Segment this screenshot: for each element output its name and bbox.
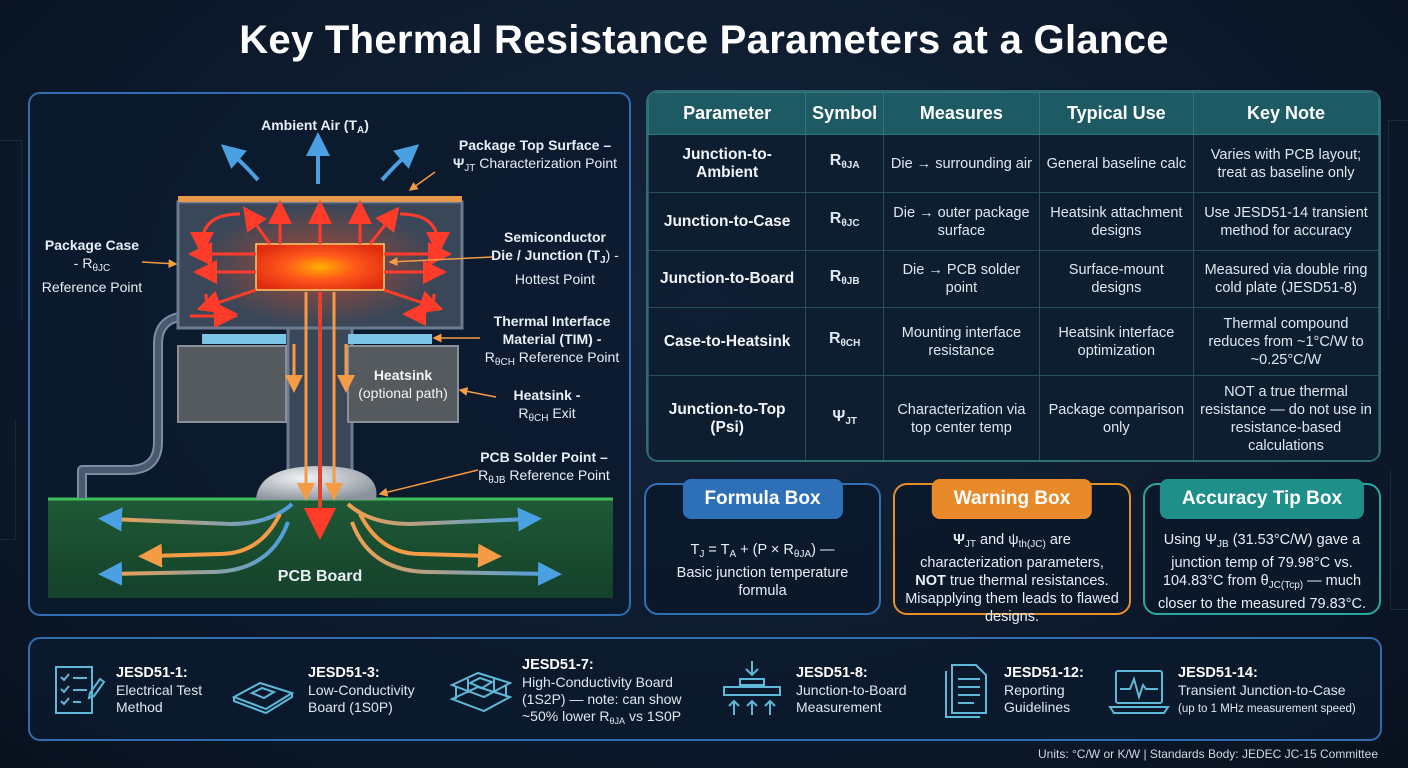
use-cell: Package comparison only xyxy=(1038,375,1195,460)
semiconductor-die xyxy=(255,243,385,291)
pcb-solder-point-label: PCB Solder Point – RθJB Reference Point xyxy=(478,449,610,486)
symbol-cell: ΨJT xyxy=(805,375,885,460)
column-header: Measures xyxy=(883,92,1040,135)
heatsink-left xyxy=(177,345,287,423)
table-row: Junction-to-Top (Psi) ΨJT Characterizati… xyxy=(648,375,1379,460)
parameters-table: Parameter Symbol Measures Typical Use Ke… xyxy=(646,90,1381,462)
callout-leaders xyxy=(141,171,497,497)
package-cross-section-diagram: Ambient Air (TA) Package Top Surface – Ψ… xyxy=(28,92,631,616)
measures-cell: Characterization via top center temp xyxy=(883,375,1040,460)
checklist-icon xyxy=(55,666,106,714)
heatsink-optional-label: Heatsink (optional path) xyxy=(358,367,448,401)
tim-right xyxy=(348,334,432,344)
pcb-board-label: PCB Board xyxy=(277,568,363,585)
column-header: Parameter xyxy=(648,92,807,135)
heat-spread-arrows xyxy=(188,200,452,328)
formula-box-title: Formula Box xyxy=(682,479,843,519)
tim-left xyxy=(202,334,286,344)
table-row: Junction-to-Case RθJC Die → outer packag… xyxy=(648,192,1379,251)
pcb-spread-arrows xyxy=(98,502,562,586)
note-cell: Varies with PCB layout; treat as baselin… xyxy=(1193,134,1379,193)
symbol-cell: RθJA xyxy=(805,134,885,193)
formula-text: TJ = TA + (P × RθJA) — Basic junction te… xyxy=(676,542,849,599)
document-icon xyxy=(945,664,987,718)
package-case-label: Package Case - RθJC Reference Point xyxy=(41,237,143,295)
diagram-graphics xyxy=(48,132,613,598)
formula-box: Formula Box TJ = TA + (P × RθJA) — Basic… xyxy=(644,479,881,615)
table-header-row: Parameter Symbol Measures Typical Use Ke… xyxy=(648,92,1379,135)
warning-box-title: Warning Box xyxy=(931,479,1093,519)
use-cell: Heatsink interface optimization xyxy=(1038,307,1195,376)
accuracy-tip-box: Accuracy Tip Box Using ΨJB (31.53°C/W) g… xyxy=(1143,479,1381,615)
warning-box: Warning Box ΨJT and ψth(JC) are characte… xyxy=(893,479,1131,625)
cold-plate-icon xyxy=(723,661,781,715)
warning-text: ΨJT and ψth(JC) are characterization par… xyxy=(905,532,1119,625)
package-top-surface xyxy=(178,196,462,202)
ambient-air-label: Ambient Air (TA) xyxy=(261,117,369,136)
measures-cell: Die → surrounding air xyxy=(883,134,1040,193)
use-cell: General baseline calc xyxy=(1038,134,1195,193)
note-cell: Measured via double ring cold plate (JES… xyxy=(1193,250,1379,308)
units-footer: Units: °C/W or K/W | Standards Body: JED… xyxy=(1037,747,1378,761)
measures-cell: Die → PCB solder point xyxy=(883,250,1040,308)
package-top-surface-label: Package Top Surface – ΨJT Characterizati… xyxy=(452,137,618,174)
measures-cell: Mounting interface resistance xyxy=(883,307,1040,376)
stacked-board-icon xyxy=(449,671,513,713)
symbol-cell: RθJB xyxy=(805,250,885,308)
column-header: Key Note xyxy=(1193,92,1379,135)
heat-path-down-arrows xyxy=(285,292,355,501)
table-row: Junction-to-Ambient RθJA Die → surroundi… xyxy=(648,134,1379,193)
note-cell: Thermal compound reduces from ~1°C/W to … xyxy=(1193,307,1379,376)
laptop-waveform-icon xyxy=(1108,670,1170,714)
table-row: Case-to-Heatsink RθCH Mounting interface… xyxy=(648,307,1379,376)
tim-label: Thermal Interface Material (TIM) - RθCH … xyxy=(484,313,620,368)
standard-jesd51-7: JESD51-7:High-Conductivity Board(1S2P) —… xyxy=(448,639,718,739)
parameter-cell: Junction-to-Ambient xyxy=(648,134,807,193)
heatsink-exit-label: Heatsink - RθCH Exit xyxy=(513,387,581,424)
accuracy-tip-text: Using ΨJB (31.53°C/W) gave a junction te… xyxy=(1157,532,1367,612)
ambient-air-arrows xyxy=(220,132,420,184)
board-icon xyxy=(231,681,295,715)
column-header: Typical Use xyxy=(1038,92,1195,135)
solder-joint xyxy=(256,466,377,500)
use-cell: Heatsink attachment designs xyxy=(1038,192,1195,251)
parameter-cell: Junction-to-Board xyxy=(648,250,807,308)
symbol-cell: RθJC xyxy=(805,192,885,251)
accuracy-tip-box-title: Accuracy Tip Box xyxy=(1159,479,1365,519)
use-cell: Surface-mount designs xyxy=(1038,250,1195,308)
table-row: Junction-to-Board RθJB Die → PCB solder … xyxy=(648,250,1379,308)
measures-cell: Die → outer package surface xyxy=(883,192,1040,251)
parameter-cell: Case-to-Heatsink xyxy=(648,307,807,376)
note-cell: Use JESD51-14 transient method for accur… xyxy=(1193,192,1379,251)
symbol-cell: RθCH xyxy=(805,307,885,376)
page-title: Key Thermal Resistance Parameters at a G… xyxy=(239,18,1169,62)
parameter-cell: Junction-to-Case xyxy=(648,192,807,251)
column-header: Symbol xyxy=(805,92,885,135)
standard-jesd51-14: JESD51-14:Transient Junction-to-Case(up … xyxy=(1108,639,1378,739)
note-cell: NOT a true thermal resistance — do not u… xyxy=(1193,375,1379,460)
parameter-cell: Junction-to-Top (Psi) xyxy=(648,375,807,460)
die-junction-label: Semiconductor Die / Junction (TJ) - Hott… xyxy=(491,229,619,287)
